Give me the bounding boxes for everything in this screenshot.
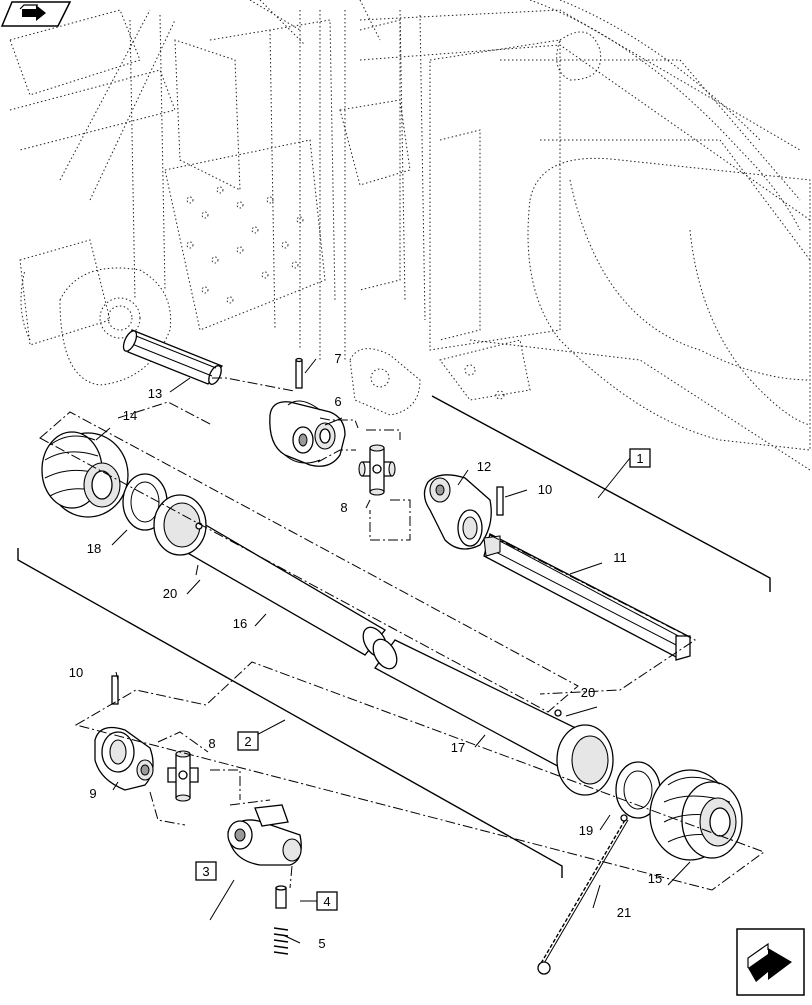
assembly-brackets: [17, 395, 771, 878]
callout-1: 1: [629, 448, 651, 468]
leader-lines: [95, 358, 691, 944]
drive-yoke-lower: [94, 726, 154, 791]
outer-guard-tube: [153, 494, 388, 658]
callout-11: 11: [613, 550, 627, 565]
drive-yoke-tube: [423, 474, 492, 550]
callout-15: 15: [648, 871, 662, 886]
svg-text:3: 3: [202, 864, 209, 879]
callout-18: 18: [87, 541, 101, 556]
safety-chain: [537, 814, 629, 975]
inner-profile-tube: [483, 533, 691, 661]
callout-16: 16: [233, 616, 247, 631]
callout-19: 19: [579, 823, 593, 838]
callout-10-upper: 10: [538, 482, 552, 497]
callout-14: 14: [123, 408, 137, 423]
callout-7: 7: [334, 351, 341, 366]
roll-pin-lower: [111, 675, 119, 705]
machine-frame-background: [9, 0, 811, 471]
clamp-spring: [273, 927, 289, 955]
assembly-boundary-lines: [39, 377, 766, 891]
svg-text:1: 1: [636, 451, 643, 466]
callout-4: 4: [316, 891, 338, 911]
next-page-arrow-icon[interactable]: [736, 928, 805, 996]
callout-12: 12: [477, 459, 491, 474]
input-shaft: [122, 329, 224, 385]
callouts: 1 2 3 4 5 6 7 8 8 9 10 10 11 12 13 14 15…: [69, 351, 662, 951]
guard-cone-left: [41, 431, 129, 518]
universal-cross-upper: [358, 444, 396, 496]
clamp-bolt: [275, 885, 287, 909]
callout-20-left: 20: [163, 586, 177, 601]
previous-page-arrow-icon[interactable]: [0, 1, 72, 27]
svg-text:4: 4: [323, 894, 330, 909]
callout-13: 13: [148, 386, 162, 401]
roll-pin-upper: [295, 357, 303, 389]
callout-10-lower: 10: [69, 665, 83, 680]
callout-8-upper: 8: [340, 500, 347, 515]
bearing-ring-right: [615, 761, 661, 819]
clamp-yoke: [227, 804, 302, 866]
callout-3: 3: [195, 861, 217, 881]
callout-21: 21: [617, 905, 631, 920]
callout-6: 6: [334, 394, 341, 409]
inner-guard-tube: [372, 638, 614, 796]
guard-cone-right: [649, 769, 743, 861]
callout-9: 9: [89, 786, 96, 801]
svg-text:2: 2: [244, 734, 251, 749]
callout-8-lower: 8: [208, 736, 215, 751]
callout-20-right: 20: [581, 685, 595, 700]
drive-yoke-upper: [269, 400, 346, 467]
universal-cross-lower: [167, 750, 199, 802]
roll-pin-right: [496, 486, 504, 516]
callout-2: 2: [237, 731, 259, 751]
callout-17: 17: [451, 740, 465, 755]
callout-5: 5: [318, 936, 325, 951]
